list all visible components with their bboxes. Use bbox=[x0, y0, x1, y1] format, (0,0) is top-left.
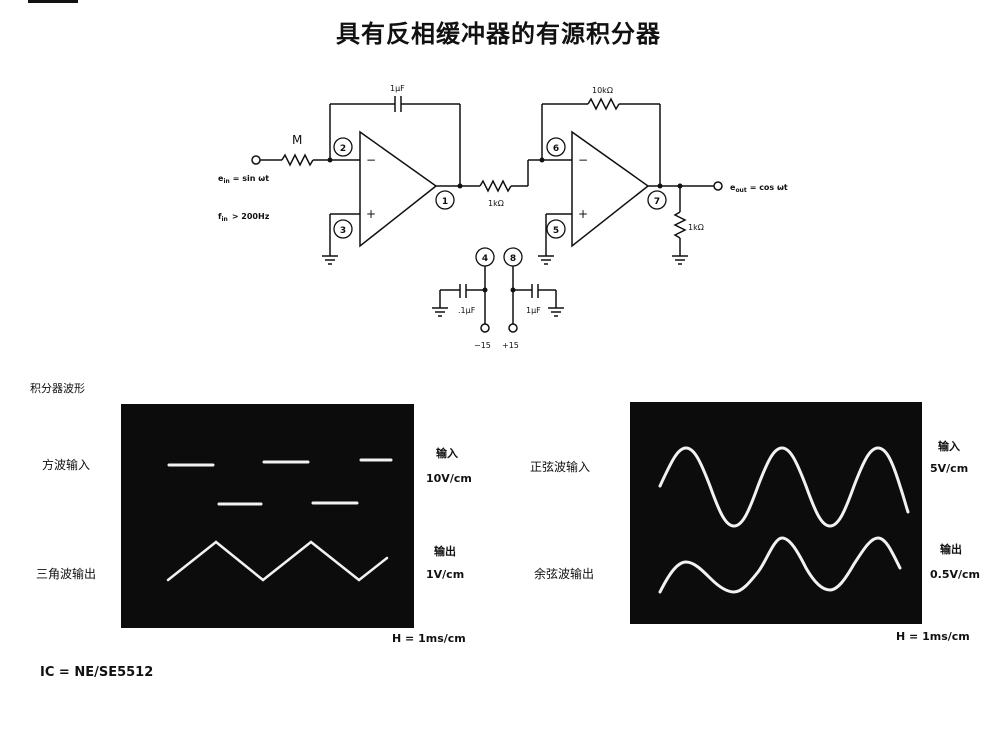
load-resistor bbox=[673, 211, 687, 239]
right-output-scale: 0.5V/cm bbox=[930, 568, 980, 581]
input-resistor bbox=[281, 153, 314, 167]
load-res-label: 1kΩ bbox=[688, 223, 704, 232]
input-resistor-label: M bbox=[292, 133, 302, 147]
feedback-res-label: 10kΩ bbox=[592, 86, 613, 95]
pin-4: 4 bbox=[482, 254, 488, 264]
left-input-title: 输入 bbox=[436, 447, 458, 460]
right-output-title: 输出 bbox=[940, 543, 962, 556]
sine-input-label: 正弦波输入 bbox=[530, 460, 591, 474]
cosine-output-label: 余弦波输出 bbox=[534, 567, 595, 581]
right-input-scale: 5V/cm bbox=[930, 462, 969, 475]
triangle-output-label: 三角波输出 bbox=[36, 567, 97, 581]
bypass-cap-right-label: 1μF bbox=[526, 306, 541, 315]
left-input-scale: 10V/cm bbox=[426, 472, 472, 485]
opamp-1 bbox=[359, 130, 438, 248]
input-terminal bbox=[251, 155, 261, 165]
header-rule bbox=[28, 0, 78, 3]
opamp2-plus: + bbox=[578, 207, 588, 221]
left-output-scale: 1V/cm bbox=[426, 568, 465, 581]
page-title: 具有反相缓冲器的有源积分器 bbox=[336, 20, 661, 48]
right-input-title: 输入 bbox=[938, 440, 960, 453]
right-oscilloscope-trace bbox=[630, 402, 922, 624]
eout-label: eout= cos ωt bbox=[730, 183, 788, 194]
pin-5: 5 bbox=[553, 226, 559, 236]
left-timebase: H = 1ms/cm bbox=[392, 632, 466, 645]
pin-2: 2 bbox=[340, 144, 346, 154]
feedback-cap-label: 1μF bbox=[390, 84, 405, 93]
bypass-cap-left-label: .1μF bbox=[458, 306, 476, 315]
ein-label: ein= sin ωt bbox=[218, 174, 269, 185]
ic-part-number: IC = NE/SE5512 bbox=[40, 665, 154, 680]
supply-neg-label: −15 bbox=[474, 341, 491, 350]
mid-res-label: 1kΩ bbox=[488, 199, 504, 208]
left-oscilloscope-trace bbox=[121, 404, 414, 628]
opamp-2 bbox=[571, 130, 650, 248]
opamp1-minus: − bbox=[366, 153, 376, 167]
left-output-title: 输出 bbox=[434, 545, 456, 558]
circuit-schematic: 1 2 3 4 5 6 7 8 − + − + M 1μF 10kΩ 1kΩ 1… bbox=[218, 84, 788, 350]
right-timebase: H = 1ms/cm bbox=[896, 630, 970, 643]
pin-1: 1 bbox=[442, 197, 448, 207]
output-terminal bbox=[713, 181, 723, 191]
waveform-section-title: 积分器波形 bbox=[30, 382, 85, 395]
opamp2-minus: − bbox=[578, 153, 588, 167]
feedback-resistor-2 bbox=[587, 97, 620, 111]
fin-label: fin> 200Hz bbox=[218, 212, 270, 223]
supply-pos-label: +15 bbox=[502, 341, 519, 350]
pin-7: 7 bbox=[654, 197, 660, 207]
square-input-label: 方波输入 bbox=[42, 458, 91, 472]
pin-8: 8 bbox=[510, 254, 516, 264]
pin-6: 6 bbox=[553, 144, 559, 154]
pin-3: 3 bbox=[340, 226, 346, 236]
mid-resistor bbox=[479, 179, 512, 193]
opamp1-plus: + bbox=[366, 207, 376, 221]
